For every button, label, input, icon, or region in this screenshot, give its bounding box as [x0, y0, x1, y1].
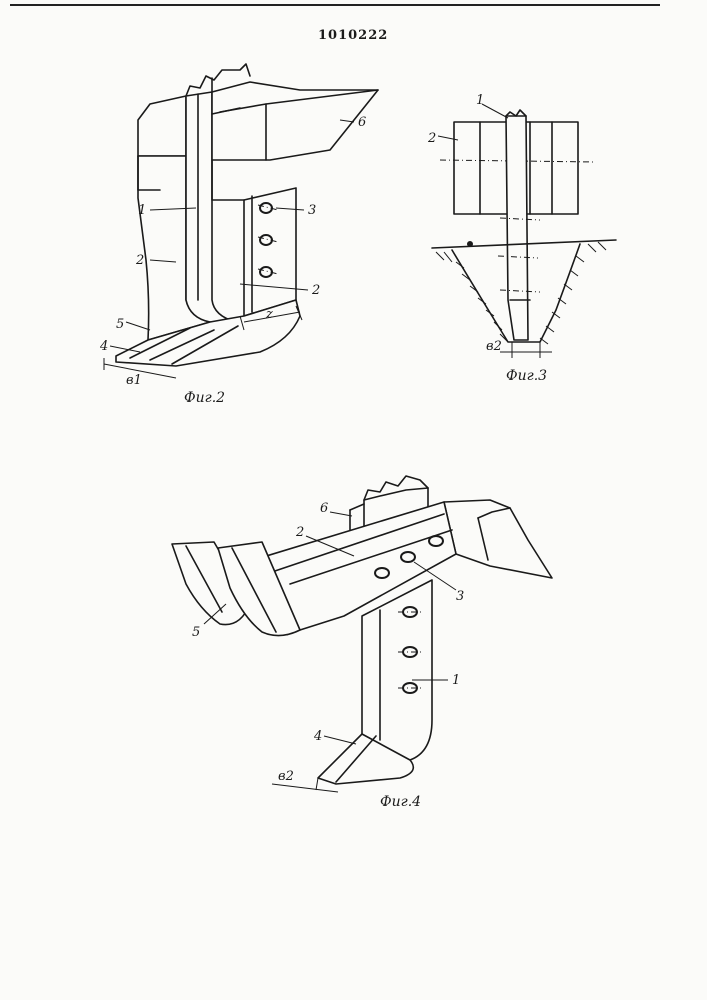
figure-4: 6 2 3 5 1 4 в2 Фиг.4 — [172, 476, 552, 810]
fig4-caption: Фиг.4 — [380, 794, 421, 810]
fig2-label: 2 — [135, 253, 144, 268]
fig4-label: 6 — [320, 501, 328, 516]
fig4-label: 4 — [313, 729, 322, 744]
figure-3: 1 2 в2 Фиг.3 — [427, 93, 616, 384]
fig2-dimension: z — [265, 307, 273, 322]
fig2-label: 6 — [358, 115, 366, 130]
fig4-nose — [444, 500, 552, 578]
fig3-label: 2 — [427, 131, 436, 146]
fig3-caption: Фиг.3 — [506, 368, 547, 384]
fig4-bolt-hole — [429, 536, 443, 546]
fig2-bolt-hole — [260, 235, 272, 245]
fig2-label: 2 — [311, 283, 320, 298]
fig2-left-block — [138, 96, 186, 156]
fig3-marker-dot — [467, 241, 473, 247]
fig2-dimension: в1 — [126, 373, 142, 388]
fig2-caption: Фиг.2 — [184, 390, 225, 406]
fig4-bolt-hole — [401, 552, 415, 562]
fig2-label: 1 — [138, 203, 146, 218]
figure-2: 1 2 2 3 4 5 6 в1 z Фиг.2 — [99, 64, 378, 406]
fig3-label: 1 — [476, 93, 484, 108]
fig2-label: 5 — [116, 317, 124, 332]
fig4-stem — [362, 580, 432, 760]
fig2-bolt-hole — [260, 267, 272, 277]
fig3-dimension: в2 — [486, 339, 502, 354]
fig2-label: 3 — [308, 203, 316, 218]
fig3-stem — [506, 116, 528, 340]
fig4-dimension: в2 — [278, 769, 294, 784]
fig4-label: 2 — [295, 525, 304, 540]
fig2-bolt-hole — [260, 203, 272, 213]
fig2-label: 4 — [99, 339, 108, 354]
fig4-bolt-hole — [375, 568, 389, 578]
fig4-label: 1 — [452, 673, 460, 688]
fig4-label: 3 — [456, 589, 464, 604]
fig4-label: 5 — [192, 625, 200, 640]
